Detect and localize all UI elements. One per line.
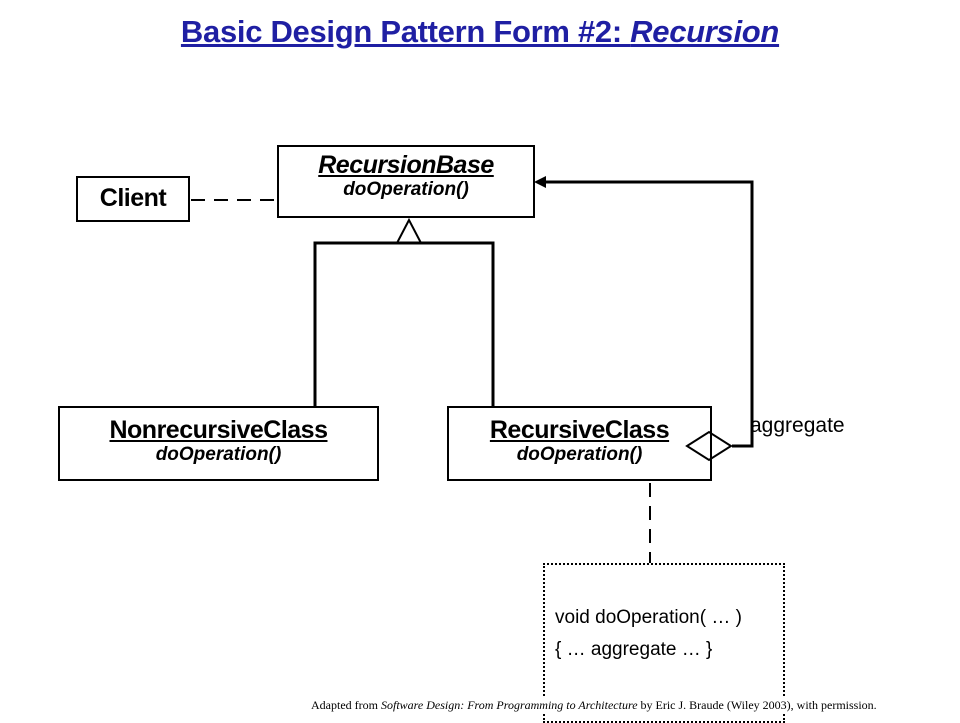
aggregate-line xyxy=(542,180,754,448)
recursive-operation: doOperation() xyxy=(516,444,643,465)
aggregation-diamond xyxy=(685,430,733,462)
inheritance-triangle xyxy=(395,217,423,244)
nonrecursive-class[interactable]: NonrecursiveClass doOperation() xyxy=(58,406,379,481)
client-class-name: Client xyxy=(99,184,167,212)
recursionbase-class[interactable]: RecursionBase doOperation() xyxy=(277,145,535,218)
note-line-2: { … aggregate … } xyxy=(555,639,713,660)
attribution-book: Software Design: From Programming to Arc… xyxy=(380,698,638,712)
attribution-prefix: Adapted from xyxy=(311,698,381,712)
recursive-class[interactable]: RecursiveClass doOperation() xyxy=(447,406,712,481)
attribution-suffix: by Eric J. Braude (Wiley 2003), with per… xyxy=(637,698,877,712)
nonrecursive-class-name: NonrecursiveClass xyxy=(109,416,328,444)
title-emphasis: Recursion xyxy=(630,14,780,49)
client-class[interactable]: Client xyxy=(76,176,190,222)
recursive-class-name: RecursiveClass xyxy=(489,416,670,444)
aggregate-arrowhead xyxy=(534,176,546,188)
recursionbase-class-name: RecursionBase xyxy=(318,151,494,179)
recursionbase-operation: doOperation() xyxy=(343,179,469,200)
attribution: Adapted from Software Design: From Progr… xyxy=(311,698,877,713)
inheritance-line-nonrecursive xyxy=(313,241,495,407)
nonrecursive-operation: doOperation() xyxy=(155,444,282,465)
operation-note: void doOperation( … ) { … aggregate … } xyxy=(543,563,785,723)
aggregate-label: aggregate xyxy=(750,414,845,437)
page-title: Basic Design Pattern Form #2: Recursion xyxy=(0,14,960,50)
title-main: Basic Design Pattern Form #2: xyxy=(180,14,631,49)
note-line-1: void doOperation( … ) xyxy=(555,607,742,628)
